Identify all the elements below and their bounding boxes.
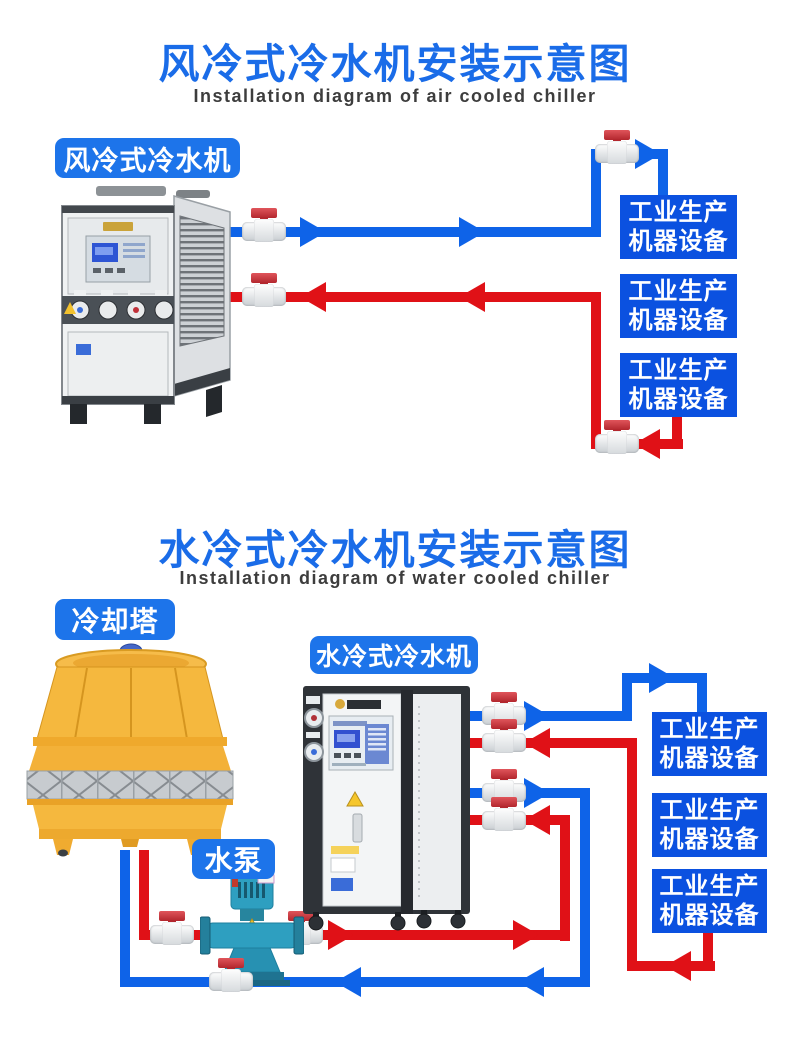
flow-arrow-icon xyxy=(459,282,485,312)
equipment-box-line2: 机器设备 xyxy=(659,902,760,929)
gauge xyxy=(98,300,118,320)
motor-vents xyxy=(238,882,265,898)
equipment-box-line2: 机器设备 xyxy=(659,826,760,853)
ball-valve-icon xyxy=(242,208,286,242)
flow-arrow-icon xyxy=(665,951,691,981)
equipment-box: 工业生产 机器设备 xyxy=(652,869,767,933)
air-cooled-chiller-image xyxy=(61,186,231,424)
equipment-box: 工业生产 机器设备 xyxy=(620,195,737,259)
section1-subtitle: Installation diagram of air cooled chill… xyxy=(193,86,597,106)
pipe-tower-outlet-riser xyxy=(139,850,149,940)
water-pump-image xyxy=(200,866,304,986)
brand-logo xyxy=(103,222,133,231)
flow-arrow-icon xyxy=(518,967,544,997)
pipe-chilled-supply-riser xyxy=(622,673,632,721)
mesh-band xyxy=(26,770,234,800)
cooling-tower-image xyxy=(26,643,234,857)
pipe-chilled-return-box-drop xyxy=(703,933,713,971)
equipment-box-line2: 机器设备 xyxy=(628,307,729,334)
ball-valve-icon xyxy=(209,958,253,992)
section2-title: 水冷式冷水机安装示意图 xyxy=(158,527,632,573)
pipe-cooling-in-riser xyxy=(560,815,570,941)
section2-subtitle: Installation diagram of water cooled chi… xyxy=(179,568,611,588)
flow-arrow-icon xyxy=(635,139,661,169)
ball-valve-icon xyxy=(595,420,639,454)
flow-arrow-icon xyxy=(335,967,361,997)
equipment-box-line1: 工业生产 xyxy=(628,199,729,226)
pipe-return-riser xyxy=(591,292,601,449)
pipe-return-main xyxy=(205,292,601,302)
control-panel xyxy=(85,235,151,283)
equipment-box: 工业生产 机器设备 xyxy=(652,712,767,776)
pipe-supply-riser xyxy=(591,149,601,237)
equipment-box-line2: 机器设备 xyxy=(628,386,729,413)
flow-arrow-icon xyxy=(513,920,539,950)
pipe-cooling-out-drop xyxy=(580,788,590,987)
pipe-supply-drop xyxy=(658,149,668,197)
equipment-box-line1: 工业生产 xyxy=(659,716,760,743)
door-handle xyxy=(352,813,363,843)
pipe-return-box-drop xyxy=(672,417,682,449)
flow-arrow-icon xyxy=(300,282,326,312)
flow-arrow-icon xyxy=(524,728,550,758)
water-pump-label: 水泵 xyxy=(192,839,275,879)
equipment-box-line1: 工业生产 xyxy=(659,797,760,824)
gauge-band xyxy=(62,290,174,324)
equipment-box-line2: 机器设备 xyxy=(628,228,729,255)
equipment-box-line1: 工业生产 xyxy=(659,873,760,900)
pipe-chilled-return-riser xyxy=(627,738,637,971)
brand-logo xyxy=(335,699,345,709)
equipment-box: 工业生产 机器设备 xyxy=(620,353,737,417)
equipment-box-line1: 工业生产 xyxy=(628,357,729,384)
flow-arrow-icon xyxy=(328,920,354,950)
air-chiller-label: 风冷式冷水机 xyxy=(55,138,240,178)
flow-arrow-icon xyxy=(524,778,550,808)
flow-arrow-icon xyxy=(524,805,550,835)
pipe-chilled-supply-drop xyxy=(697,673,707,713)
flow-arrow-icon xyxy=(300,217,326,247)
equipment-box: 工业生产 机器设备 xyxy=(620,274,737,338)
ball-valve-icon xyxy=(150,911,194,945)
casters xyxy=(308,910,466,931)
gauge xyxy=(154,300,174,320)
equipment-box: 工业生产 机器设备 xyxy=(652,793,767,857)
section1-title: 风冷式冷水机安装示意图 xyxy=(158,41,632,87)
ball-valve-icon xyxy=(482,719,526,753)
water-chiller-label: 水冷式冷水机 xyxy=(310,636,478,674)
control-panel xyxy=(328,715,394,771)
ball-valve-icon xyxy=(595,130,639,164)
ball-valve-icon xyxy=(482,797,526,831)
flow-arrow-icon xyxy=(459,217,485,247)
pipe-supply-main xyxy=(205,227,601,237)
flow-arrow-icon xyxy=(524,701,550,731)
equipment-box-line2: 机器设备 xyxy=(659,745,760,772)
flow-arrow-icon xyxy=(649,663,675,693)
warning-icon xyxy=(346,790,364,807)
water-cooled-chiller-image xyxy=(303,686,470,931)
ball-valve-icon xyxy=(242,273,286,307)
pipe-tower-inlet-riser xyxy=(120,850,130,987)
cooling-tower-label: 冷却塔 xyxy=(55,599,175,640)
pipe-pump-line xyxy=(139,930,570,940)
equipment-box-line1: 工业生产 xyxy=(628,278,729,305)
